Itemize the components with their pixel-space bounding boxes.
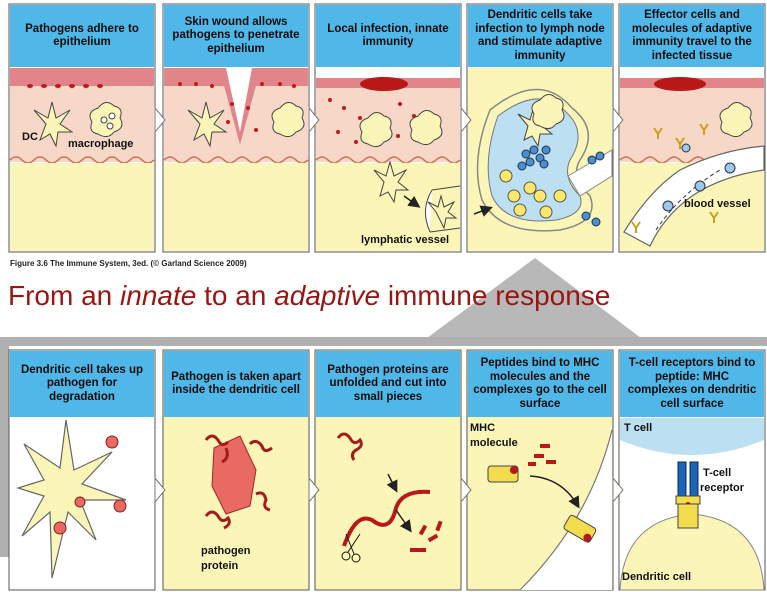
bottom-panel-5-title: T-cell receptors bind to peptide: MHC co… <box>620 351 764 417</box>
dendritic-cell <box>33 101 74 148</box>
bottom-panel-2-title: Pathogen is taken apart inside the dendr… <box>164 351 308 417</box>
label-lymphatic-vessel: lymphatic vessel <box>361 234 450 246</box>
headline: From an innate to an adaptive immune res… <box>8 280 610 312</box>
bottom-panel-4-title: Peptides bind to MHC molecules and the c… <box>468 351 612 417</box>
headline-adaptive: adaptive <box>274 280 381 311</box>
headline-part-2: to an <box>196 280 275 311</box>
top-panel-1-title: Pathogens adhere to epithelium <box>10 5 154 67</box>
top-arrows <box>154 106 624 134</box>
label-blood-vessel: blood vessel <box>684 198 751 210</box>
label-pathogen-protein-1: pathogen <box>201 545 251 557</box>
top-panel-4-title: Dendritic cells take infection to lymph … <box>468 5 612 67</box>
top-panel-2-title: Skin wound allows pathogens to penetrate… <box>164 5 308 67</box>
label-mhc-2: molecule <box>470 437 518 449</box>
figure-caption: Figure 3.6 The Immune System, 3ed. (© Ga… <box>10 259 247 268</box>
bottom-panel-1-title: Dendritic cell takes up pathogen for deg… <box>10 351 154 417</box>
label-mhc-1: MHC <box>470 422 496 434</box>
label-tcr-2: receptor <box>700 482 745 494</box>
top-panel-1 <box>8 3 156 253</box>
bottom-arrows <box>154 476 624 504</box>
label-t-cell: T cell <box>624 422 653 434</box>
bottom-panel-3-title: Pathogen proteins are unfolded and cut i… <box>316 351 460 417</box>
label-dendritic-cell: Dendritic cell <box>622 571 692 583</box>
macrophage <box>89 102 123 138</box>
top-panel-5-title: Effector cells and molecules of adaptive… <box>620 5 764 67</box>
label-macrophage: macrophage <box>68 138 134 150</box>
label-pathogen-protein-2: protein <box>201 560 239 572</box>
label-tcr-1: T-cell <box>703 467 732 479</box>
connector-bracket <box>0 258 767 557</box>
top-panel-3-title: Local infection, innate immunity <box>316 5 460 67</box>
headline-part-1: From an <box>8 280 121 311</box>
label-dc: DC <box>22 131 38 143</box>
headline-innate: innate <box>120 280 197 311</box>
headline-part-3: immune response <box>380 280 611 311</box>
